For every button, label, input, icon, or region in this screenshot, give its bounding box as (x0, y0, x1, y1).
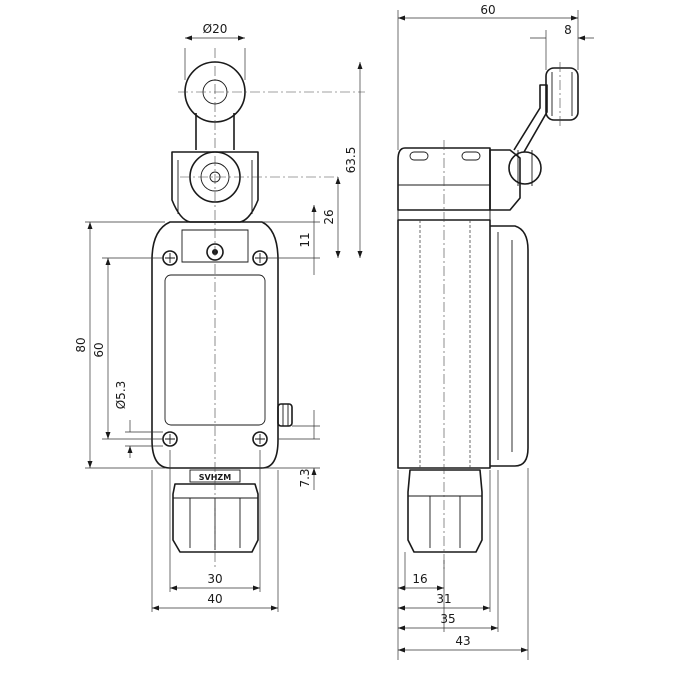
side-roller-lines (551, 72, 573, 116)
side-head (397, 147, 491, 211)
label-body-depth: 31 (436, 592, 451, 606)
ext-top (258, 221, 320, 259)
ext-bottom (262, 425, 320, 469)
label-roller-width: 8 (564, 23, 572, 37)
housing-inner-panel (164, 274, 266, 426)
ext-60 (102, 257, 163, 440)
label-hole-diameter: Ø5.3 (114, 381, 128, 410)
label-pivot-to-top: 26 (322, 209, 336, 224)
side-roller (545, 67, 579, 121)
side-cover (490, 225, 529, 467)
top-recess (181, 229, 249, 263)
side-head-slot-1 (409, 151, 429, 161)
gland-flats (173, 497, 258, 550)
lever-arm (195, 113, 235, 150)
label-height-to-roller: 63.5 (344, 147, 358, 174)
side-stud (277, 403, 293, 427)
cable-gland (172, 483, 259, 553)
ext-side-bottom (397, 468, 529, 660)
label-total-height: 80 (74, 337, 88, 352)
label-total-depth: 43 (455, 634, 470, 648)
head-ribs (177, 160, 253, 214)
label-body-width: 40 (207, 592, 222, 606)
label-overall-length: 60 (480, 3, 495, 17)
mount-hole-br (252, 431, 268, 447)
ext-side-60 (397, 10, 579, 150)
label-hole-spacing: 60 (92, 342, 106, 357)
side-pivot (508, 151, 542, 185)
label-bottom-mount-offset: 7.3 (298, 468, 312, 487)
side-gland (407, 469, 483, 553)
side-hidden-lines (419, 220, 471, 468)
side-gland-flats (408, 495, 482, 548)
side-body-join (397, 210, 491, 220)
side-stud-threads (282, 404, 289, 426)
ext-roller-dia (184, 48, 246, 80)
front-view: SVHZM Ø20 63.5 26 11 80 60 Ø5.3 (74, 22, 365, 612)
side-pivot-lines (517, 150, 533, 186)
label-gland-depth: 16 (412, 572, 427, 586)
ext-80 (85, 221, 165, 469)
nameplate-text: SVHZM (199, 473, 231, 482)
label-roller-diameter: Ø20 (203, 22, 228, 36)
ext-width (151, 450, 279, 612)
side-lever (513, 84, 548, 153)
label-hole-width-spacing: 30 (207, 572, 222, 586)
side-head-slot-2 (461, 151, 481, 161)
label-top-mount-offset: 11 (298, 232, 312, 247)
side-view: 60 8 16 31 35 43 (397, 3, 594, 660)
label-depth-with-cover: 35 (440, 612, 455, 626)
side-cover-lines (497, 232, 513, 460)
